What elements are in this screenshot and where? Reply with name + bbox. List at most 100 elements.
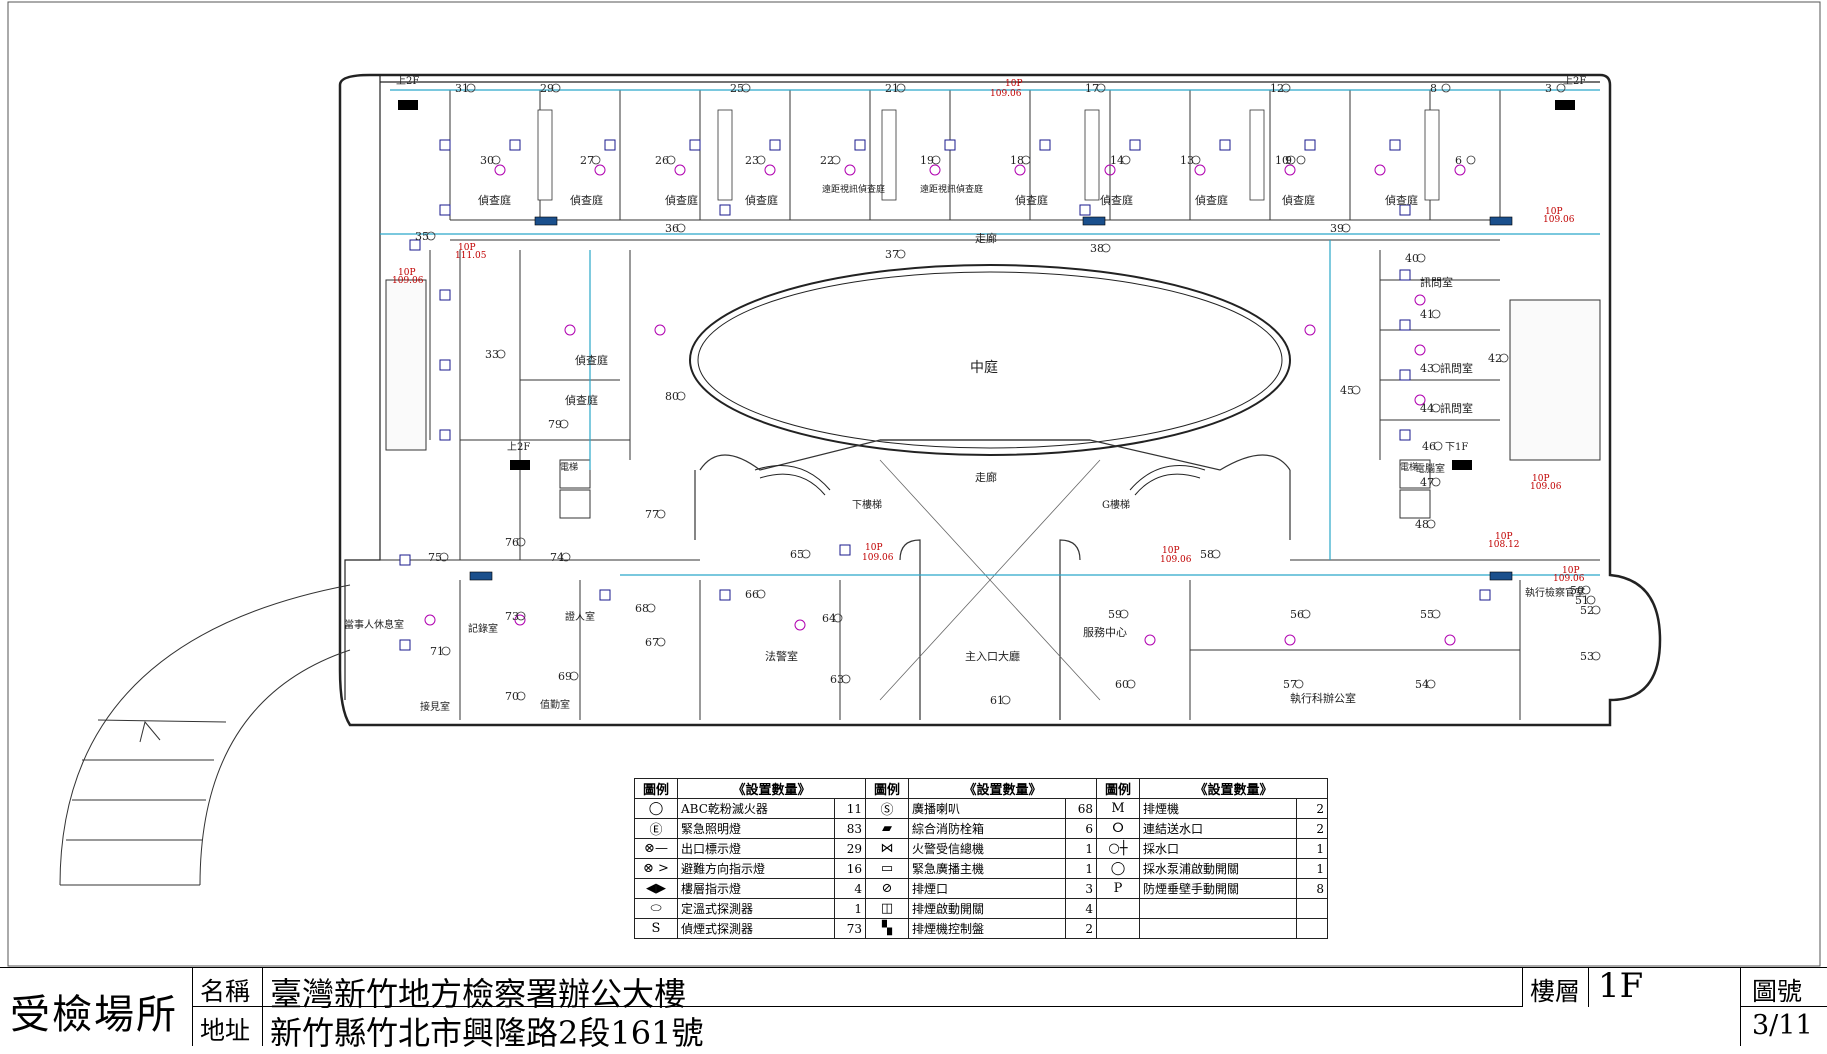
broadcast-host-icon: ▭ [865,858,909,879]
curved-stairs [754,465,1206,496]
emergency-light-marker: 30 [480,154,501,167]
legend-item-qty: 1 [1296,858,1328,879]
emergency-light-icon [569,671,579,681]
site-address: 新竹縣竹北市興隆路2段161號 [270,1014,704,1052]
emergency-light-marker: 38 [1090,242,1111,255]
emergency-light-number: 56 [1290,608,1304,621]
west-wing [380,250,700,561]
emergency-light-icon [1426,519,1436,529]
emergency-light-number: 73 [505,610,519,623]
emergency-light-marker: 13 [1180,154,1201,167]
svg-text:10P: 10P [1495,532,1513,542]
pipes [380,89,1600,576]
exit-sign-icon: ⊗— [634,838,678,859]
emergency-light-marker: 8 [1430,82,1451,95]
police-room-label: 法警室 [765,649,798,663]
emergency-light-marker: 56 [1290,608,1311,621]
legend-item-name: 排煙機控制盤 [908,918,1066,939]
smoke-vent-switch-icon: ◫ [865,898,909,919]
emergency-light-icon [496,349,506,359]
fire-box-icon: ▰ [865,818,909,839]
emergency-light-icon [841,674,851,684]
emergency-light-icon [559,419,569,429]
emergency-light-number: 51 [1575,594,1589,607]
emergency-light-icon [1351,385,1361,395]
smoke-detector-icon: S [634,918,678,939]
emergency-light-marker: 9 [1285,154,1306,167]
legend-item-qty: 68 [1065,798,1097,819]
emergency-light-marker: 31 [455,82,476,95]
emergency-light-icon [516,611,526,621]
legend-item-name: 出口標示燈 [677,838,835,859]
legend-header-row: 圖例 《設置數量》 圖例 《設置數量》 圖例 《設置數量》 [634,778,1328,799]
emergency-light-marker: 19 [920,154,941,167]
emergency-light-number: 37 [885,248,899,261]
room-label: 偵查庭 [570,193,603,207]
elevator-label: 電梯 [560,461,578,473]
room-label: 偵查庭 [565,393,598,407]
legend-item-qty: 4 [834,878,866,899]
emergency-light-icon [1301,609,1311,619]
emergency-light-marker: 41 [1420,308,1441,321]
room-label: 偵查庭 [1385,193,1418,207]
drawing-no-label: 圖號 [1752,977,1803,1006]
entry-ramp [59,584,351,886]
emergency-light-marker: 67 [645,636,666,649]
legend-item-qty: 1 [1065,858,1097,879]
emergency-light-icon [441,646,451,656]
legend-item-name: 採水口 [1139,838,1297,859]
fire-alarm-panel-icon: ⋈ [865,838,909,859]
siamese-connection-icon: ⵔ [1096,818,1140,839]
legend-item-name: 避難方向指示燈 [677,858,835,879]
legend-item-name: 綜合消防栓箱 [908,818,1066,839]
drawing-no: 3/11 [1752,1010,1813,1041]
emergency-light-number: 45 [1340,384,1354,397]
emergency-light-icon [1126,679,1136,689]
emergency-light-number: 66 [745,588,759,601]
smoke-vent-icon: ⊘ [865,878,909,899]
room-label: 當事人休息室 [344,618,404,631]
emergency-light-number: 44 [1420,402,1434,415]
emergency-light-marker: 65 [790,548,811,561]
legend-empty-cell [1139,898,1297,919]
emergency-light-icon [741,83,751,93]
emergency-light-number: 26 [655,154,669,167]
service-center-label: 服務中心 [1083,625,1127,639]
emergency-light-number: 35 [415,230,429,243]
site-name: 臺灣新竹地方檢察署辦公大樓 [270,975,687,1013]
emergency-light-marker: 50 [1570,584,1591,597]
emergency-light-icon [931,155,941,165]
emergency-light-icon [1096,83,1106,93]
floor-tag: 上2F [396,75,419,87]
svg-text:109.06: 109.06 [990,89,1022,99]
emergency-light-icon [516,537,526,547]
emergency-light-icon [591,155,601,165]
emergency-light-number: 31 [455,82,469,95]
emergency-light-number: 57 [1283,678,1297,691]
svg-text:109.06: 109.06 [862,553,894,563]
emergency-light-icon [1281,83,1291,93]
emergency-light-icon [1586,595,1596,605]
room-label: 電腦室 [1415,462,1445,475]
emergency-light-icon [1581,585,1591,595]
emergency-light-marker: 12 [1270,82,1291,95]
emergency-light-marker: 53 [1580,650,1601,663]
emergency-light-marker: 73 [505,610,526,623]
emergency-light-icon [801,549,811,559]
north-rooms [449,90,1501,241]
emergency-light-number: 67 [645,636,659,649]
emergency-light-number: 38 [1090,242,1104,255]
room-label: 記錄室 [468,622,498,635]
emergency-light-icon [466,83,476,93]
room-label: 偵查庭 [665,193,698,207]
emergency-light-marker: 39 [1330,222,1351,235]
emergency-light-marker: 42 [1488,352,1509,365]
room-label: 偵查庭 [1015,193,1048,207]
emergency-light-marker: 55 [1420,608,1441,621]
legend-item-qty: 6 [1065,818,1097,839]
legend-item-qty: 29 [834,838,866,859]
